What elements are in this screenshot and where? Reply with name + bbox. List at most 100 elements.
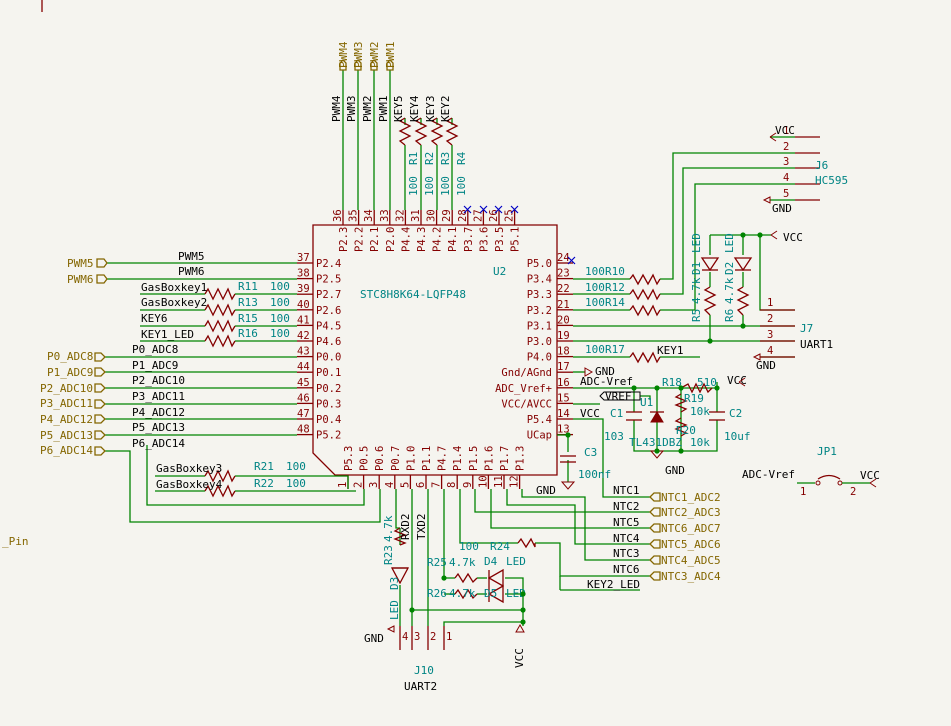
- svg-text:GND: GND: [595, 365, 615, 378]
- svg-text:100: 100: [439, 176, 452, 196]
- svg-text:NTC1: NTC1: [613, 484, 640, 497]
- svg-text:P0_ADC8: P0_ADC8: [47, 350, 93, 363]
- u2-value: STC8H8K64-LQFP48: [360, 288, 466, 301]
- svg-text:NTC6: NTC6: [613, 563, 640, 576]
- u2-pin-number: 40: [297, 299, 310, 311]
- u2-pin-number: 41: [297, 314, 310, 326]
- svg-text:P6_ADC14: P6_ADC14: [132, 437, 185, 450]
- u2-pin-name: ADC_Vref+: [495, 383, 552, 395]
- u2-pin-number: 23: [557, 268, 570, 280]
- vref-label: VREF: [599, 390, 641, 403]
- svg-text:R5: R5: [690, 309, 703, 322]
- svg-text:J7: J7: [800, 322, 813, 335]
- svg-text:P5_ADC13: P5_ADC13: [132, 421, 185, 434]
- svg-text:P5_ADC13: P5_ADC13: [40, 429, 93, 442]
- u2-pin-name: UCap: [527, 430, 552, 442]
- u2-pin-number: 24: [557, 252, 570, 264]
- svg-text:TL431DBZ: TL431DBZ: [629, 436, 682, 449]
- bottom-wires: [395, 489, 650, 626]
- u2-pin-number: 7: [431, 482, 443, 488]
- svg-text:PWM6: PWM6: [178, 265, 205, 278]
- connector-j6: 1 2 3 4 5 J6 HC595: [783, 125, 848, 201]
- svg-text:GND: GND: [665, 464, 685, 477]
- cap-c3: C3 100nf: [560, 446, 611, 481]
- svg-text:R3: R3: [439, 152, 452, 165]
- u2-pin-name: P1.3: [515, 446, 527, 471]
- svg-text:NTC3: NTC3: [613, 547, 640, 560]
- u2-pin-number: 10: [477, 475, 489, 488]
- svg-text:100: 100: [286, 460, 306, 473]
- svg-text:P2_ADC10: P2_ADC10: [132, 374, 185, 387]
- u2-pin-number: 32: [394, 209, 406, 222]
- u2-pin-number: 48: [297, 424, 310, 436]
- u2-pin-number: 12: [509, 475, 521, 488]
- u2-pin-number: 47: [297, 408, 310, 420]
- svg-text:100nf: 100nf: [578, 468, 611, 481]
- svg-text:P4_ADC12: P4_ADC12: [40, 413, 93, 426]
- u2-pin-name: P3.7: [463, 227, 475, 252]
- svg-text:R11: R11: [238, 280, 258, 293]
- svg-text:PWM2: PWM2: [361, 96, 374, 123]
- u2-bottom-pins: P5.31P0.52P0.63P0.74P1.05P1.16P4.77P1.48…: [337, 446, 527, 489]
- svg-text:VCC: VCC: [513, 648, 526, 668]
- svg-text:100: 100: [585, 265, 605, 278]
- u2-pin-name: P2.2: [354, 227, 366, 252]
- svg-text:KEY1: KEY1: [657, 344, 684, 357]
- svg-text:R16: R16: [238, 327, 258, 340]
- bottom-net-labels: RXD2 TXD2 NTC1 NTC2 NTC5 NTC4 NTC3 NTC6 …: [399, 484, 640, 591]
- svg-text:VREF: VREF: [605, 390, 632, 403]
- u2-pin-number: 35: [348, 209, 360, 222]
- u2-pin-name: VCC/AVCC: [501, 398, 552, 410]
- svg-text:GND: GND: [536, 484, 556, 497]
- u2-pin-number: 21: [557, 299, 570, 311]
- svg-text:KEY4: KEY4: [408, 95, 421, 122]
- svg-text:VCC: VCC: [860, 469, 880, 482]
- u2-pin-name: P4.6: [316, 336, 341, 348]
- svg-text:10uf: 10uf: [724, 430, 751, 443]
- u2-pin-name: P4.0: [527, 352, 552, 364]
- svg-text:1: 1: [446, 631, 452, 643]
- svg-text:100: 100: [270, 312, 290, 325]
- connector-j10: 4 3 2 1 J10 UART2: [399, 626, 452, 693]
- u2-pin-number: 11: [493, 475, 505, 488]
- u2-pin-name: P3.4: [527, 274, 552, 286]
- u2-pin-number: 5: [399, 482, 411, 488]
- u1-tl431: U1 TL431DBZ: [629, 396, 682, 449]
- right-resistors: [629, 273, 750, 437]
- no-connect-marks: [463, 205, 576, 265]
- svg-text:100: 100: [459, 540, 479, 553]
- svg-text:KEY5: KEY5: [392, 96, 405, 123]
- u2-pin-name: P2.5: [316, 274, 341, 286]
- svg-text:3: 3: [414, 631, 420, 643]
- svg-text:R12: R12: [605, 281, 625, 294]
- svg-text:D5: D5: [484, 587, 497, 600]
- svg-text:PWM6: PWM6: [67, 273, 94, 286]
- svg-text:GND: GND: [772, 202, 792, 215]
- u2-pin-number: 4: [384, 482, 396, 488]
- svg-text:R22: R22: [254, 477, 274, 490]
- svg-text:NTC4_ADC5: NTC4_ADC5: [661, 554, 721, 567]
- svg-text:NTC5: NTC5: [613, 516, 640, 529]
- svg-text:2: 2: [430, 631, 436, 643]
- svg-text:100: 100: [585, 343, 605, 356]
- svg-text:KEY2_LED: KEY2_LED: [587, 578, 640, 591]
- svg-text:R13: R13: [238, 296, 258, 309]
- svg-text:GasBoxkey2: GasBoxkey2: [141, 296, 207, 309]
- svg-text:LED: LED: [690, 233, 703, 253]
- svg-text:D1: D1: [690, 262, 703, 275]
- u2-pin-number: 13: [557, 424, 570, 436]
- u2-pin-number: 19: [557, 330, 570, 342]
- u2-pin-name: P4.7: [437, 446, 449, 471]
- svg-text:J10: J10: [414, 664, 434, 677]
- top-net-labels: PWM4 PWM3 PWM2 PWM1 KEY5 KEY4 KEY3 KEY2: [330, 95, 452, 122]
- left-net-labels: PWM5 PWM6 GasBoxkey1 GasBoxkey2 KEY6 KEY…: [132, 250, 223, 491]
- u2-pin-name: P3.0: [527, 336, 552, 348]
- u2-pin-number: 27: [472, 209, 484, 222]
- svg-text:PWM5: PWM5: [178, 250, 205, 263]
- svg-text:KEY3: KEY3: [424, 96, 437, 123]
- u2-pin-number: 15: [557, 392, 570, 404]
- svg-text:103: 103: [604, 430, 624, 443]
